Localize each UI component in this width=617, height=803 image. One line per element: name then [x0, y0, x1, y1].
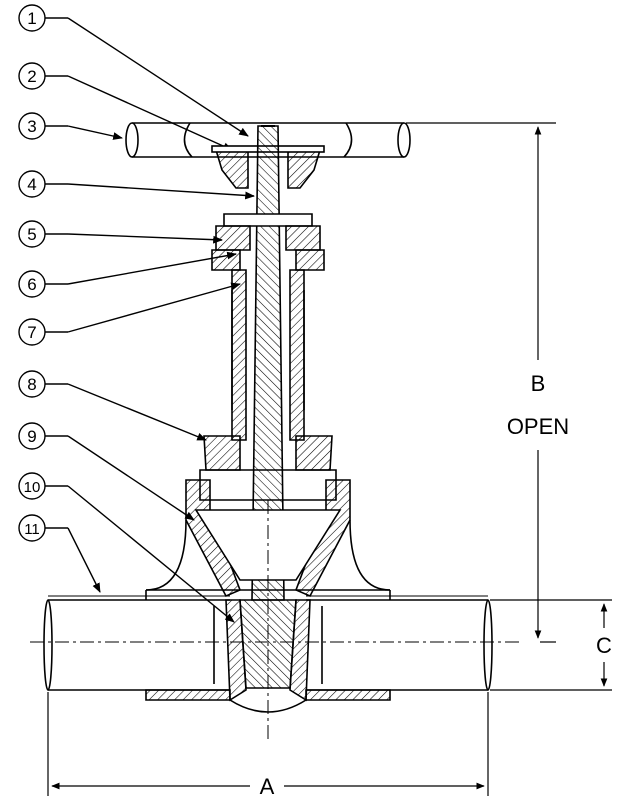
callout-number-4: 4 — [27, 175, 36, 194]
dimension-a-label: A — [260, 774, 275, 798]
callout-9: 9 — [18, 422, 195, 521]
center-lines — [30, 500, 520, 740]
callout-number-2: 2 — [27, 67, 36, 86]
callout-11: 11 — [18, 514, 101, 593]
callout-4: 4 — [18, 170, 255, 200]
callout-8: 8 — [18, 370, 207, 441]
callout-5: 5 — [18, 220, 223, 248]
callout-number-1: 1 — [27, 9, 36, 28]
callout-number-5: 5 — [27, 225, 36, 244]
valve-body — [30, 122, 520, 740]
callout-number-9: 9 — [27, 427, 36, 446]
callout-number-3: 3 — [27, 117, 36, 136]
dimension-b-label: B — [531, 371, 546, 396]
dimension-b-open-label: OPEN — [507, 414, 569, 439]
callout-2: 2 — [18, 62, 233, 151]
callout-number-6: 6 — [27, 275, 36, 294]
packing-gland — [211, 213, 325, 271]
callouts: 1 2 3 4 5 — [18, 4, 255, 623]
callout-1: 1 — [18, 4, 249, 137]
dimensions: B OPEN C A — [47, 122, 612, 799]
tailpieces — [43, 590, 493, 701]
dimension-c-label: C — [596, 633, 612, 658]
callout-number-8: 8 — [27, 375, 36, 394]
dimension-b: B OPEN — [406, 122, 569, 643]
bonnet — [231, 269, 305, 441]
callout-number-11: 11 — [24, 521, 40, 538]
callout-7: 7 — [18, 282, 241, 346]
callout-3: 3 — [18, 112, 123, 140]
callout-number-10: 10 — [24, 479, 41, 496]
callout-number-7: 7 — [27, 323, 36, 342]
dimension-c: C — [490, 599, 612, 691]
dimension-a: A — [47, 692, 489, 799]
callout-6: 6 — [18, 251, 237, 298]
